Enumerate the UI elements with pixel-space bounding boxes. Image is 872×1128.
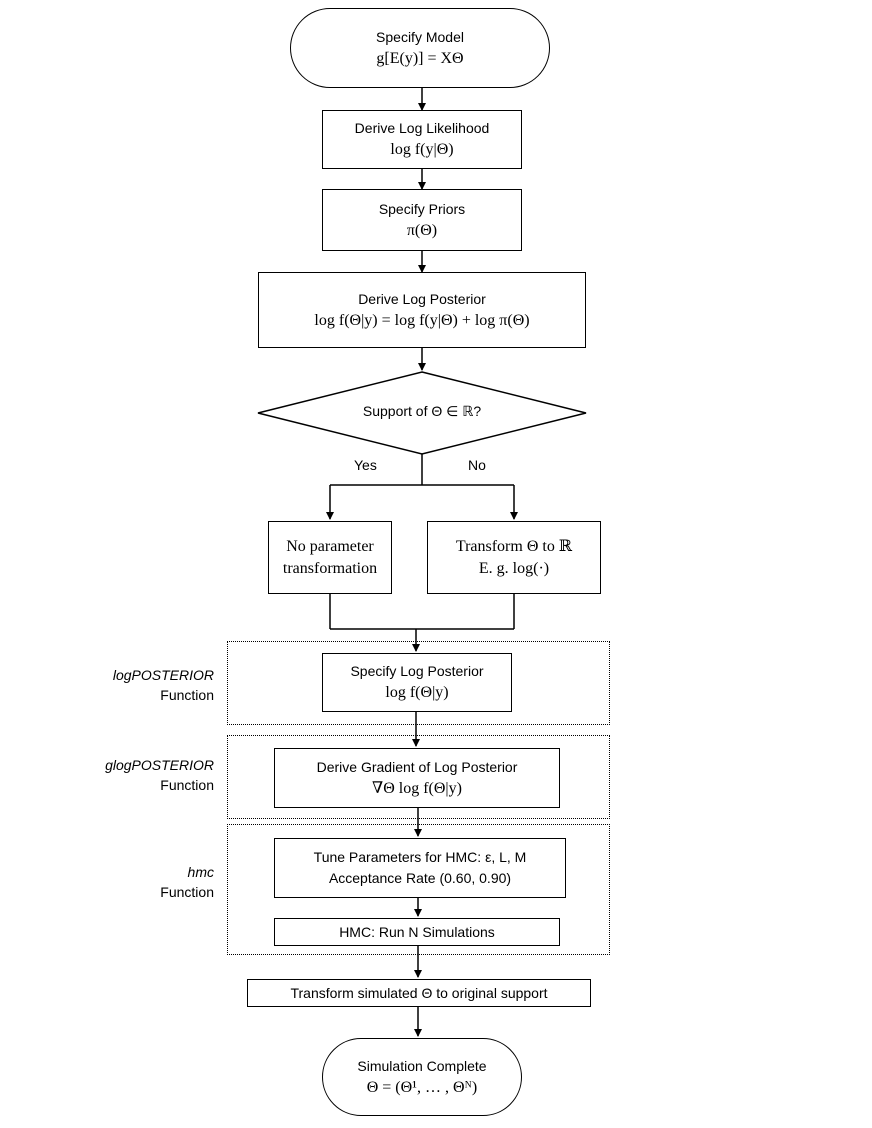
specify-priors-box: Specify Priors π(Θ) (322, 189, 522, 251)
log-posterior-formula: log f(Θ|y) = log f(y|Θ) + log π(Θ) (314, 311, 530, 329)
logposterior-function-suffix: Function (160, 687, 214, 703)
priors-title: Specify Priors (378, 200, 466, 217)
transform-to-reals-box: Transform Θ to ℝ E. g. log(·) (427, 521, 601, 594)
transform-line1: Transform Θ to ℝ (455, 537, 573, 555)
log-likelihood-title: Derive Log Likelihood (354, 120, 490, 136)
no-transform-line2: transformation (282, 559, 378, 577)
hmc-run-text: HMC: Run N Simulations (339, 923, 495, 940)
specify-log-posterior-title: Specify Log Posterior (350, 663, 484, 679)
glogposterior-function-name: glogPOSTERIOR (105, 757, 214, 773)
branch-no-label: No (468, 457, 486, 473)
no-transformation-box: No parameter transformation (268, 521, 392, 594)
end-terminator: Simulation Complete Θ = (Θ¹, … , Θᴺ) (322, 1038, 522, 1116)
derive-gradient-title: Derive Gradient of Log Posterior (316, 758, 518, 775)
decision-text: Support of Θ ∈ ℝ? (362, 403, 482, 419)
log-posterior-title: Derive Log Posterior (358, 290, 486, 307)
transform-line2: E. g. log(·) (478, 559, 550, 577)
hmc-function-suffix: Function (160, 884, 214, 900)
logposterior-function-group (227, 641, 610, 725)
no-transform-line1: No parameter (286, 537, 374, 555)
specify-log-posterior-box: Specify Log Posterior log f(Θ|y) (322, 653, 512, 712)
glogposterior-function-suffix: Function (160, 777, 214, 793)
end-title: Simulation Complete (357, 1057, 487, 1074)
glogposterior-function-group (227, 735, 610, 819)
start-title: Specify Model (376, 28, 464, 45)
derive-gradient-formula: ∇Θ log f(Θ|y) (372, 779, 462, 797)
acceptance-rate-text: Acceptance Rate (0.60, 0.90) (328, 870, 512, 886)
derive-log-likelihood-box: Derive Log Likelihood log f(y|Θ) (322, 110, 522, 169)
logposterior-function-name: logPOSTERIOR (112, 667, 214, 683)
hmc-function-name: hmc (187, 864, 214, 880)
branch-yes-label: Yes (354, 457, 377, 473)
derive-gradient-box: Derive Gradient of Log Posterior ∇Θ log … (274, 748, 560, 808)
start-terminator: Specify Model g[E(y)] = XΘ (290, 8, 550, 88)
end-formula: Θ = (Θ¹, … , Θᴺ) (366, 1078, 478, 1096)
priors-formula: π(Θ) (406, 221, 438, 239)
hmc-function-group (227, 824, 610, 955)
tune-parameters-box: Tune Parameters for HMC: ε, L, M Accepta… (274, 838, 566, 898)
glogposterior-function-label: glogPOSTERIOR Function (60, 755, 214, 795)
logposterior-function-label: logPOSTERIOR Function (60, 665, 214, 705)
derive-log-posterior-box: Derive Log Posterior log f(Θ|y) = log f(… (258, 272, 586, 348)
tune-parameters-title: Tune Parameters for HMC: ε, L, M (313, 849, 527, 865)
specify-log-posterior-formula: log f(Θ|y) (385, 684, 449, 701)
hmc-run-box: HMC: Run N Simulations (274, 918, 560, 946)
log-likelihood-formula: log f(y|Θ) (390, 141, 454, 158)
start-formula: g[E(y)] = XΘ (376, 49, 464, 67)
transform-back-text: Transform simulated Θ to original suppor… (290, 984, 548, 1001)
hmc-function-label: hmc Function (60, 862, 214, 902)
transform-back-box: Transform simulated Θ to original suppor… (247, 979, 591, 1007)
